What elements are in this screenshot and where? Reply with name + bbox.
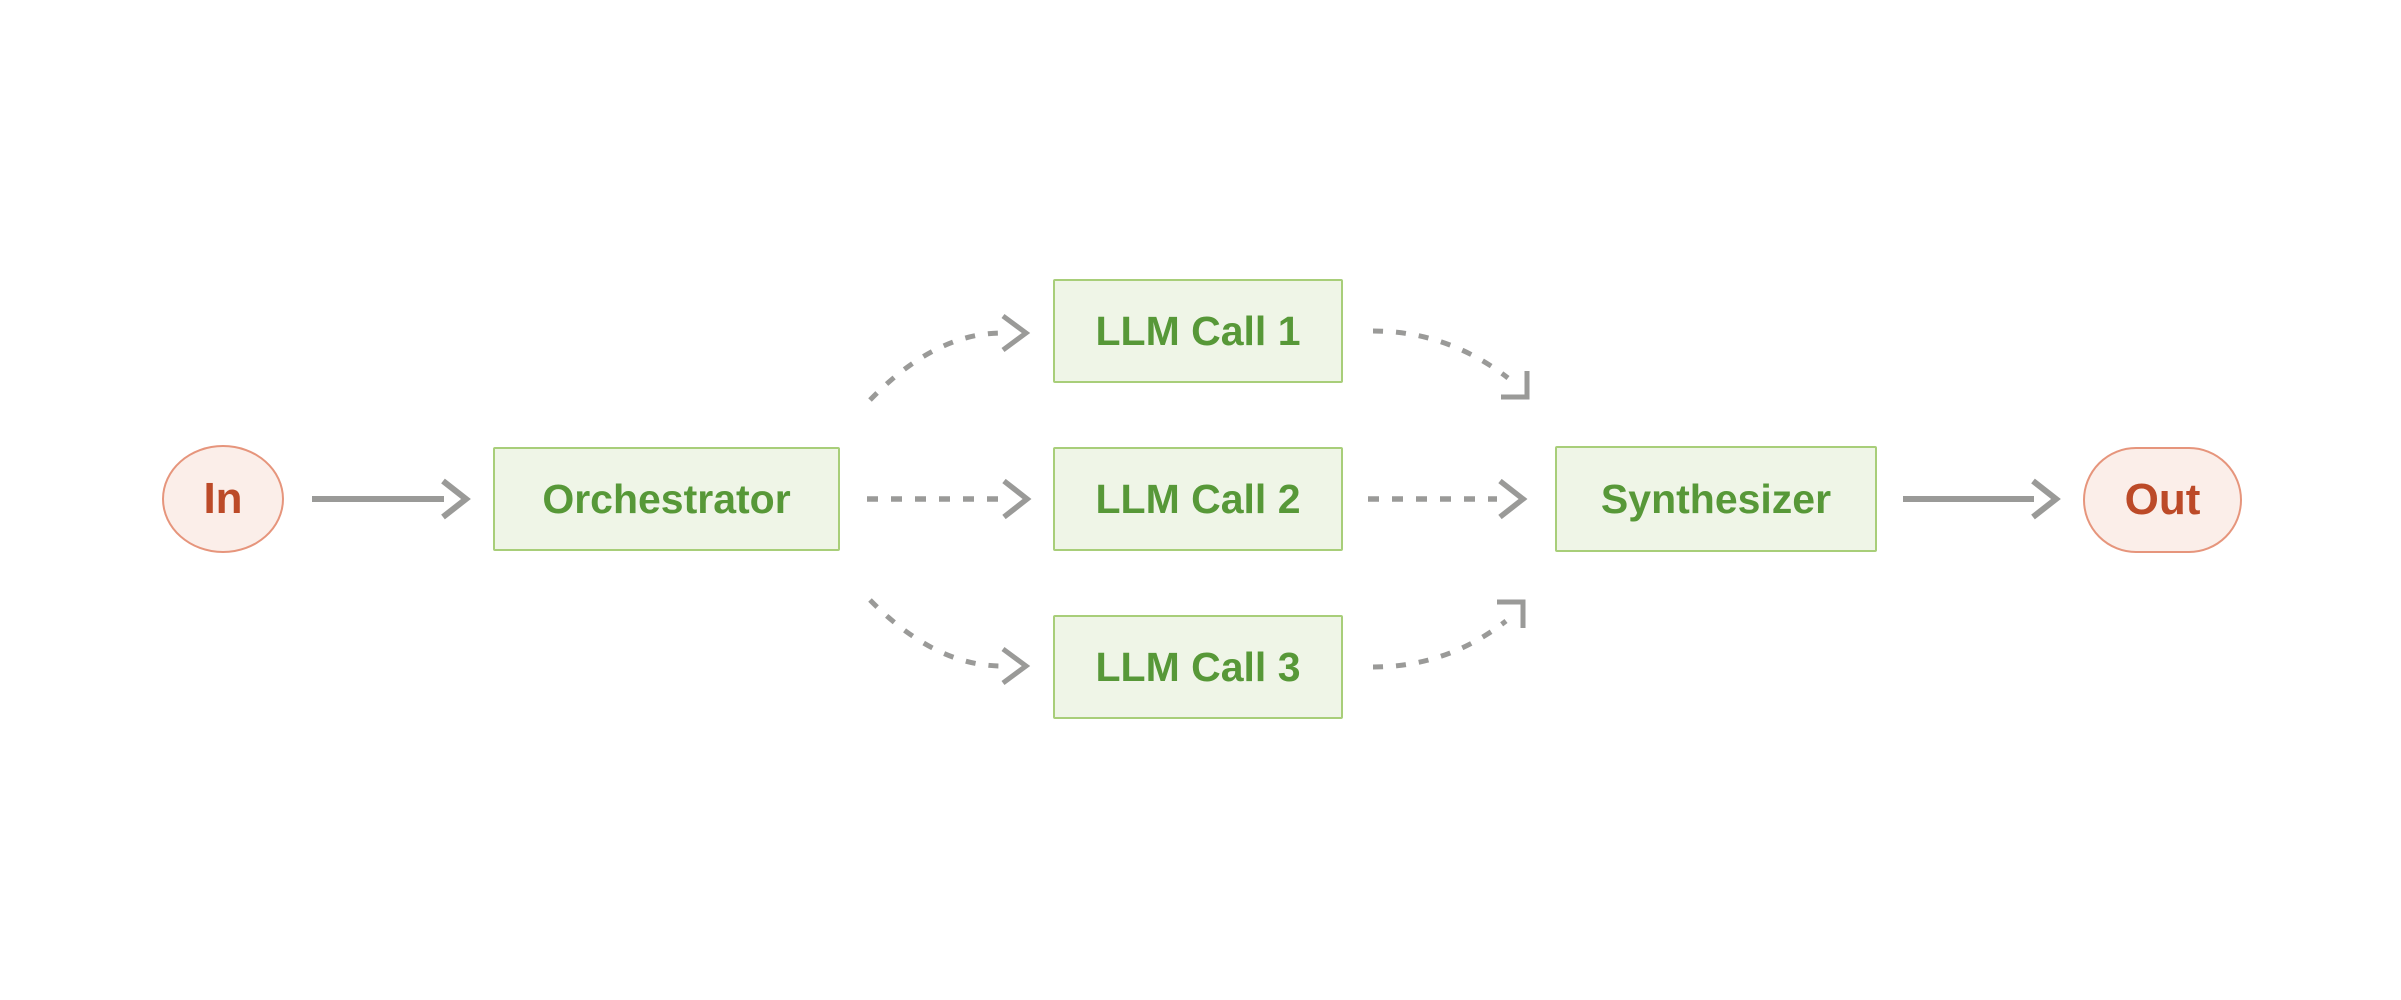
arrow-line — [1372, 619, 1508, 670]
node-llm-call-3-label: LLM Call 3 — [1095, 643, 1301, 690]
arrow-llm-call-1-to-synthesizer — [1372, 328, 1530, 400]
node-in: In — [162, 445, 284, 553]
node-synthesizer-label: Synthesizer — [1600, 475, 1832, 522]
arrow-line — [868, 598, 1003, 669]
arrowhead-icon — [441, 478, 471, 520]
arrowhead-icon — [1501, 371, 1530, 400]
arrow-line — [1372, 328, 1510, 380]
node-orchestrator: Orchestrator — [493, 447, 840, 551]
node-orchestrator-label: Orchestrator — [542, 475, 791, 522]
node-out-label: Out — [2124, 475, 2201, 524]
arrow-synthesizer-to-out — [1903, 478, 2061, 520]
arrowhead-icon — [1497, 599, 1526, 628]
node-llm-call-2-label: LLM Call 2 — [1095, 475, 1301, 522]
arrowhead-icon — [2031, 478, 2061, 520]
arrowhead-icon — [1002, 478, 1032, 520]
arrow-llm-call-3-to-synthesizer — [1372, 599, 1526, 670]
arrow-line — [868, 330, 1003, 402]
node-llm-call-1: LLM Call 1 — [1053, 279, 1343, 383]
arrowhead-icon — [1498, 478, 1528, 520]
node-llm-call-2: LLM Call 2 — [1053, 447, 1343, 551]
arrow-orchestrator-to-llm-call-3 — [868, 598, 1031, 686]
arrow-orchestrator-to-llm-call-1 — [868, 313, 1031, 402]
arrow-in-to-orchestrator — [312, 478, 471, 520]
arrowhead-icon — [1001, 313, 1031, 353]
node-synthesizer: Synthesizer — [1555, 446, 1877, 552]
node-llm-call-3: LLM Call 3 — [1053, 615, 1343, 719]
node-out: Out — [2083, 447, 2242, 553]
arrow-llm-call-2-to-synthesizer — [1368, 478, 1528, 520]
node-in-label: In — [203, 474, 243, 523]
arrowhead-icon — [1001, 646, 1031, 686]
node-llm-call-1-label: LLM Call 1 — [1095, 307, 1301, 354]
arrow-orchestrator-to-llm-call-2 — [867, 478, 1032, 520]
